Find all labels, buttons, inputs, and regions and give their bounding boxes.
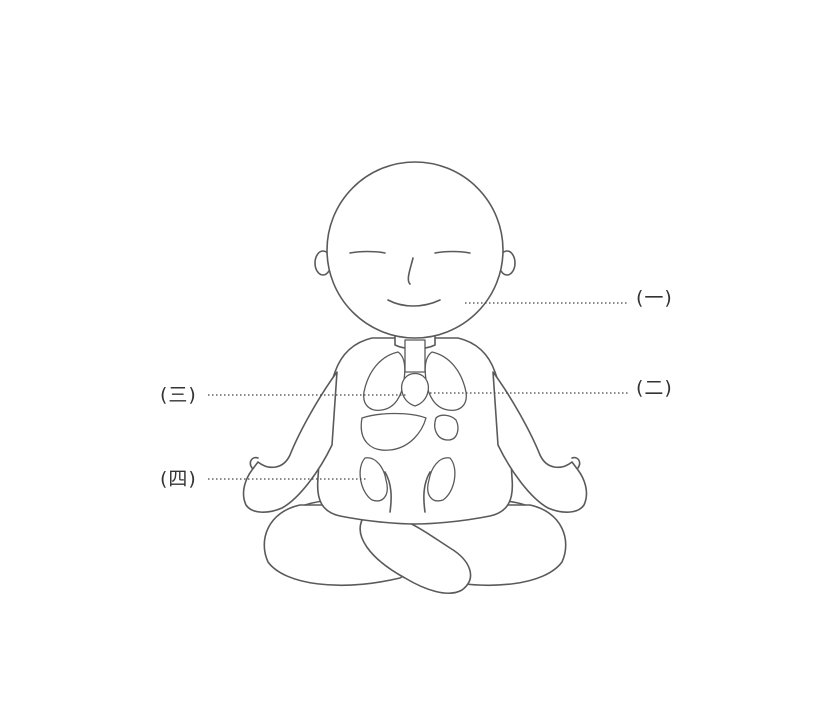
callout-label-3: (三) bbox=[160, 386, 197, 405]
callout-label-4: (四) bbox=[160, 470, 197, 489]
trachea bbox=[405, 340, 425, 372]
callout-label-2: (二) bbox=[636, 379, 673, 398]
head bbox=[315, 162, 515, 338]
spleen bbox=[435, 415, 458, 440]
callout-label-1: (一) bbox=[636, 289, 673, 308]
